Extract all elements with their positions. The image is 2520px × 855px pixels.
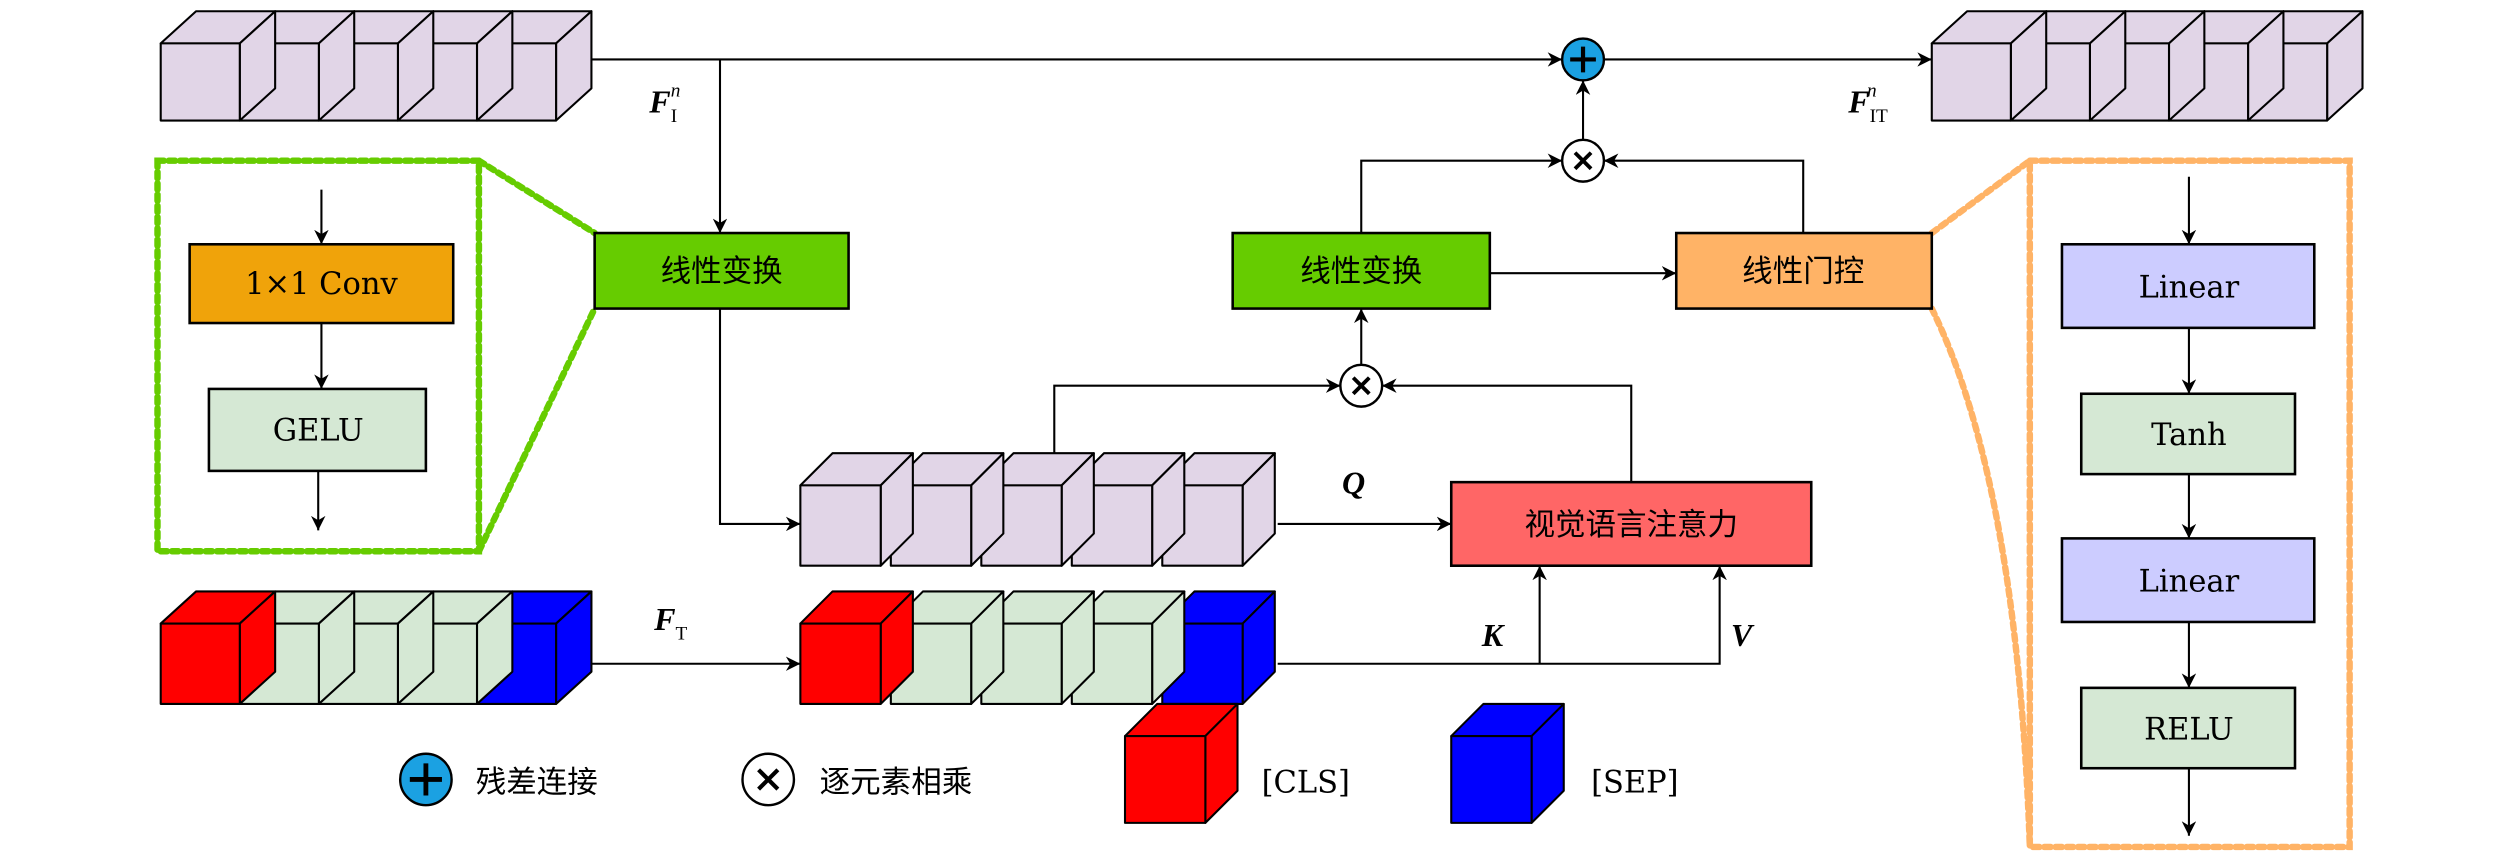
block-label: RELU	[2144, 712, 2234, 747]
block-label: GELU	[273, 413, 364, 448]
block-label: Linear	[2139, 270, 2240, 305]
legend-sep-cube	[1450, 702, 1565, 824]
block-label: Tanh	[2151, 418, 2226, 453]
gate-relu-block: RELU	[2079, 686, 2297, 770]
conv-block: 1×1 Conv	[188, 243, 455, 325]
gate-detail-frame	[1928, 157, 2353, 851]
linear-transform-block-1: 线性变换	[593, 231, 850, 310]
block-label: 1×1 Conv	[245, 267, 398, 302]
linear-gate-block: 线性门控	[1674, 231, 1934, 310]
feature-cubes	[159, 10, 2364, 824]
times-circle-icon	[1560, 138, 1606, 183]
connectors	[310, 52, 2197, 836]
legend-times-circle-icon	[741, 752, 796, 807]
plus-circle-icon	[1560, 37, 1606, 82]
gate-tanh-block: Tanh	[2079, 392, 2297, 476]
gate-linear-2-block: Linear	[2060, 537, 2316, 624]
block-label: 视觉语言注意力	[1524, 508, 1738, 543]
label-v: V	[1731, 617, 1755, 653]
legend-sep: [SEP]	[1591, 765, 1679, 800]
label-k: K	[1481, 617, 1506, 653]
legend-cls: [CLS]	[1262, 765, 1350, 800]
input-text-cube	[159, 590, 277, 705]
attention-block: 视觉语言注意力	[1449, 480, 1813, 567]
label-f-i: FIn	[648, 80, 680, 127]
block-label: 线性变换	[661, 254, 783, 289]
input-image-cube	[159, 10, 277, 122]
legend-plus-circle-icon	[398, 752, 453, 807]
legend-elementwise: 逐元素相乘	[820, 765, 973, 800]
linear-transform-block-2: 线性变换	[1231, 231, 1492, 310]
label-q: Q	[1342, 464, 1365, 500]
block-label: 线性变换	[1300, 254, 1422, 289]
label-f-it: FITn	[1847, 80, 1888, 127]
output-image-cube	[1930, 10, 2048, 122]
query-cube	[1070, 452, 1186, 567]
legend: 残差连接 逐元素相乘 [CLS] [SEP]	[398, 752, 1679, 807]
legend-cls-cube	[1123, 702, 1239, 824]
key-value-cube	[799, 590, 914, 705]
label-f-t: FT	[653, 601, 687, 645]
legend-residual: 残差连接	[476, 765, 598, 800]
gate-linear-1-block: Linear	[2060, 243, 2316, 330]
query-cube	[799, 452, 914, 567]
times-circle-icon	[1339, 363, 1384, 408]
gelu-detail-frame	[154, 157, 598, 555]
block-label: 线性门控	[1742, 254, 1864, 289]
block-label: Linear	[2139, 564, 2240, 599]
gelu-block: GELU	[207, 387, 428, 473]
